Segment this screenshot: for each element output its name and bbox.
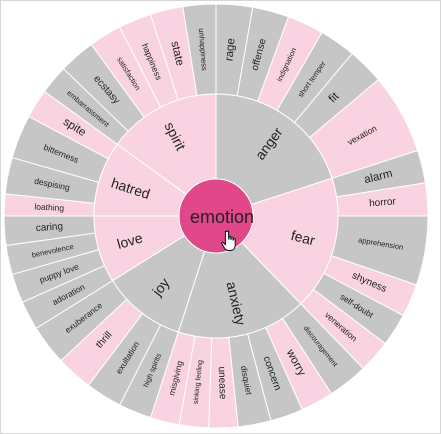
center-label: emotion [190,207,254,227]
outer-label-rage: rage [224,38,238,62]
outer-label-unhappiness: unhappiness [197,28,209,71]
inner-label-love: love [115,229,144,252]
outer-label-loathing: loathing [34,201,65,213]
outer-label-caring: caring [35,221,63,234]
outer-label-sinking-feeling: sinking feeling [193,360,205,405]
outer-label-horror: horror [369,196,397,209]
outer-label-state: state [168,40,185,67]
inner-label-fear: fear [289,227,317,248]
outer-label-unease: unease [216,366,228,400]
